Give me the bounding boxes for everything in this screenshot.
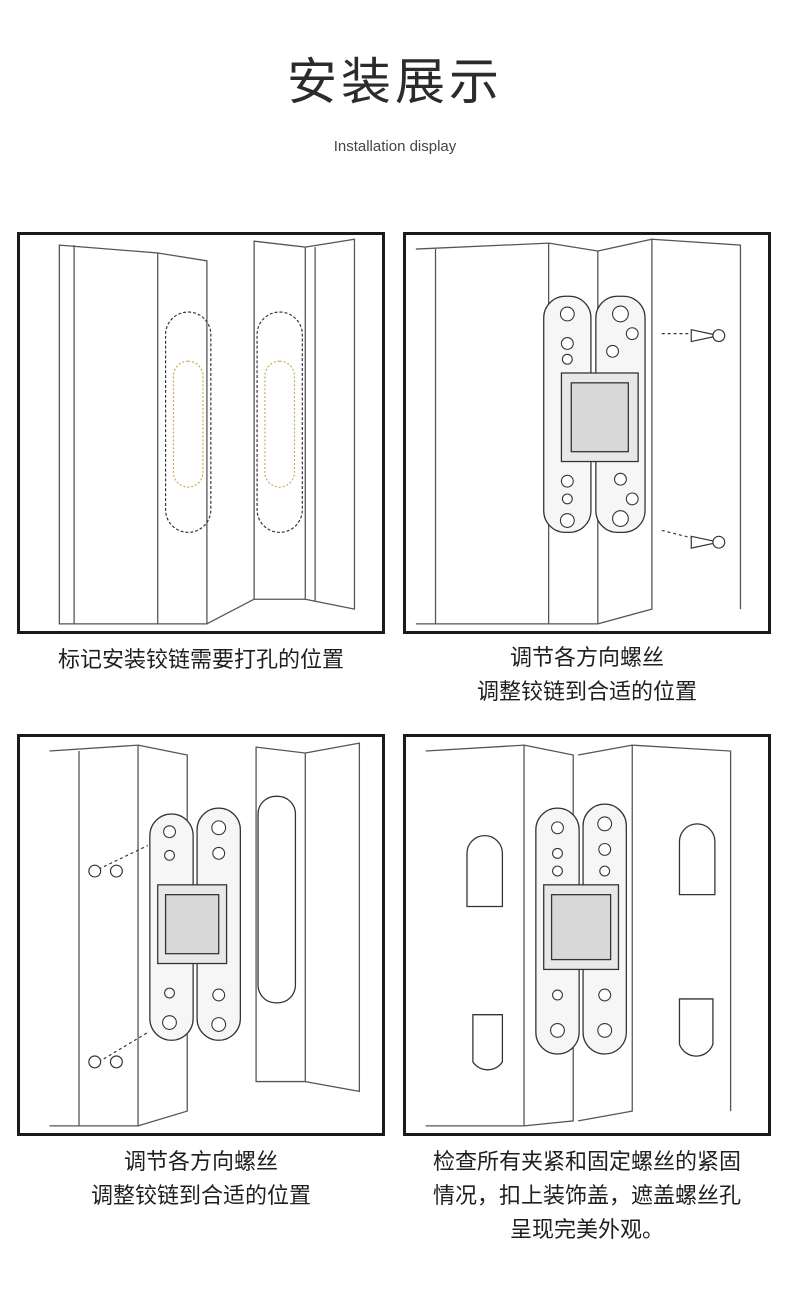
step-2-caption: 调节各方向螺丝 调整铰链到合适的位置 [403,642,771,710]
mark-outline-left [164,311,212,533]
step-1-caption: 标记安装铰链需要打孔的位置 [17,644,385,678]
hinge-finished-drawing [425,744,732,1127]
cover-hole-bottom-left [472,1014,504,1071]
hinge-screw-drawing [49,742,361,1127]
step-1-caption-line-1: 标记安装铰链需要打孔的位置 [57,648,344,673]
step-4-caption-line-1: 检查所有夹紧和固定螺丝的紧固 [432,1150,741,1175]
step-2-illustration [403,232,771,634]
cover-hole-bottom-right [678,998,714,1057]
mark-outline-right [256,311,303,533]
step-4-caption: 检查所有夹紧和固定螺丝的紧固 情况，扣上装饰盖，遮盖螺丝孔 呈现完美外观。 [393,1146,781,1248]
hinge-adjust-drawing [415,238,742,625]
step-2-caption-line-1: 调节各方向螺丝 [509,646,664,671]
step-4-illustration [403,734,771,1136]
step-2-caption-line-2: 调整铰链到合适的位置 [476,680,697,705]
step-4-caption-line-2: 情况，扣上装饰盖，遮盖螺丝孔 [432,1184,741,1209]
door-marking-drawing [58,238,356,625]
cover-hole-top-left [466,835,504,908]
page-subtitle: Installation display [333,138,457,155]
step-4-caption-line-3: 呈现完美外观。 [509,1218,664,1243]
cover-hole-top-right [678,823,716,896]
step-3-caption: 调节各方向螺丝 调整铰链到合适的位置 [17,1146,385,1214]
step-1-illustration [17,232,385,634]
step-3-illustration [17,734,385,1136]
page-title: 安装展示 [287,53,503,111]
step-3-caption-line-1: 调节各方向螺丝 [123,1150,278,1175]
step-3-caption-line-2: 调整铰链到合适的位置 [90,1184,311,1209]
